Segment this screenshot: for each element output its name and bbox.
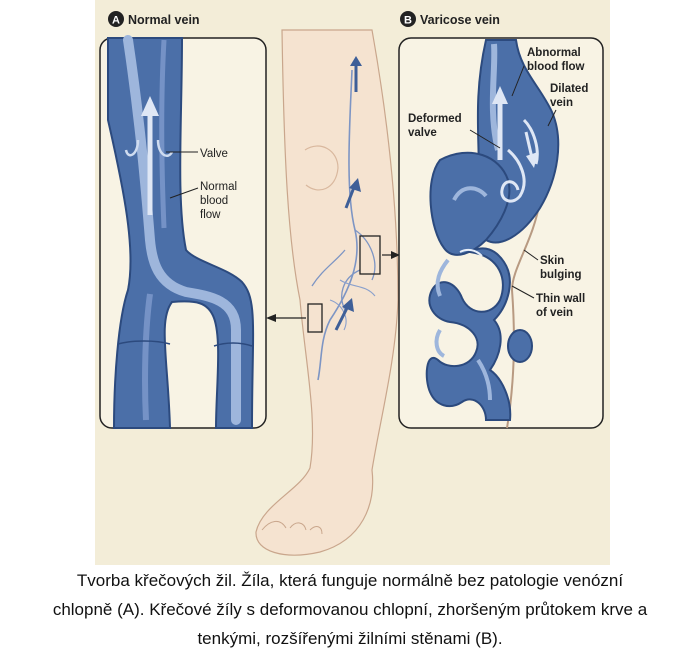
panel-b-letter: B — [404, 15, 412, 27]
leg-highlight-box-a — [307, 303, 323, 333]
panel-a: A Normal vein Valve Normal blood flow — [99, 11, 267, 429]
panel-a-title: Normal vein — [128, 13, 200, 27]
label-normal-flow-line3: flow — [200, 209, 221, 221]
label-dilated-vein-line1: Dilated — [550, 83, 588, 95]
label-abnormal-flow-line2: blood flow — [527, 61, 585, 73]
label-thin-wall-line2: of vein — [536, 307, 573, 319]
label-valve: Valve — [200, 148, 228, 160]
label-thin-wall-line1: Thin wall — [536, 293, 585, 305]
label-deformed-valve-line2: valve — [408, 127, 437, 139]
panel-a-badge — [108, 11, 124, 27]
label-normal-flow-line1: Normal — [200, 181, 237, 193]
panel-a-letter: A — [112, 15, 120, 27]
label-skin-bulging-line2: bulging — [540, 269, 582, 281]
leg-highlight-box-b — [359, 235, 381, 275]
caption-line-3: tenkými, rozšířenými žilními stěnami (B)… — [197, 629, 503, 648]
label-normal-flow-line2: blood — [200, 195, 228, 207]
caption-line-2: chlopně (A). Křečové žíly s deformovanou… — [52, 600, 648, 619]
label-skin-bulging-line1: Skin — [540, 255, 564, 267]
flow-up-arrow-icon — [141, 96, 159, 116]
panel-b: B Varicose vein Abnormal blood flow Dila… — [398, 11, 604, 429]
panel-b-title: Varicose vein — [420, 13, 500, 27]
figure-caption: Tvorba křečových žil. Žíla, která funguj… — [0, 566, 700, 653]
label-abnormal-flow-line1: Abnormal — [527, 47, 581, 59]
leg — [255, 29, 399, 556]
panel-b-badge — [400, 11, 416, 27]
flow-up-arrow-b-icon — [492, 86, 508, 104]
label-dilated-vein-line2: vein — [550, 97, 573, 109]
flow-down-arrow-icon — [526, 152, 538, 168]
caption-line-1: Tvorba křečových žil. Žíla, která funguj… — [76, 571, 624, 590]
varicose-vein-illustration: A Normal vein Valve Normal blood flow B … — [95, 0, 610, 565]
label-deformed-valve-line1: Deformed — [408, 113, 462, 125]
